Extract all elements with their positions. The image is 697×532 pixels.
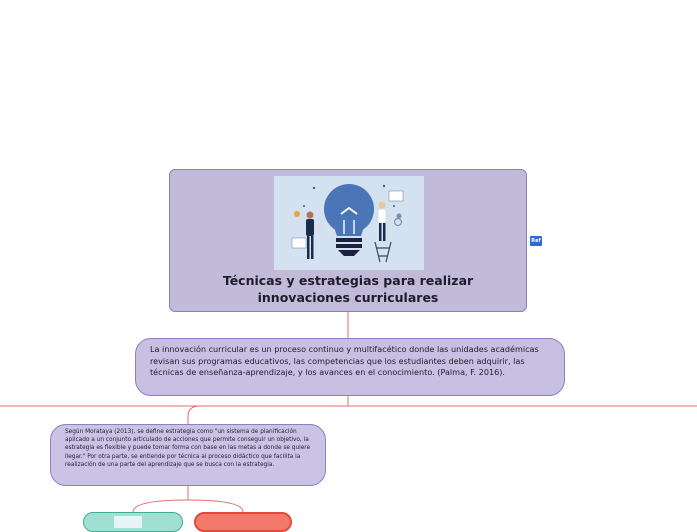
strategy-definition-node[interactable]: Según Morataya (2013), se define estrate… — [50, 424, 326, 486]
child-topic-node-red[interactable] — [194, 512, 292, 532]
strategy-definition-text: Según Morataya (2013), se define estrate… — [65, 429, 311, 468]
connector-to-red-child — [187, 499, 244, 513]
lightbulb-people-illustration — [274, 176, 424, 270]
root-topic-node[interactable]: Técnicas y estrategias para realizar inn… — [169, 169, 527, 312]
root-topic-title: Técnicas y estrategias para realizar inn… — [222, 273, 474, 305]
definition-node[interactable]: La innovación curricular es un proceso c… — [135, 338, 565, 396]
child-topic-thumbnail — [114, 516, 142, 528]
connector-to-teal-child — [132, 499, 189, 513]
child-topic-node-teal[interactable] — [83, 512, 183, 532]
reference-icon[interactable]: Ref — [530, 236, 542, 246]
connector-to-strategy — [187, 405, 201, 424]
definition-text: La innovación curricular es un proceso c… — [150, 344, 539, 378]
connector-lines — [0, 312, 697, 513]
